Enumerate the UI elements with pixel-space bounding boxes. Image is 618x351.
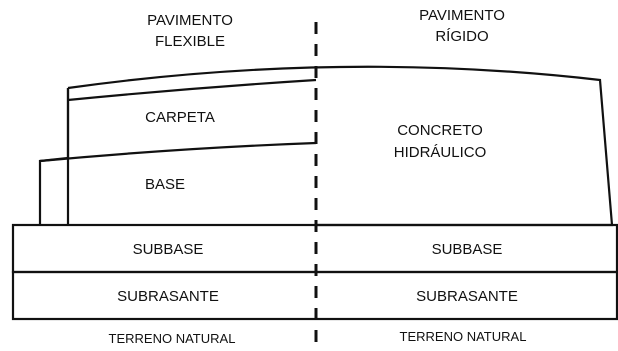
subbase-label-right: SUBBASE bbox=[432, 241, 503, 258]
concrete-label-line1: CONCRETO bbox=[397, 122, 483, 139]
carpeta-bottom-edge bbox=[39, 156, 69, 163]
subbase-label-left: SUBBASE bbox=[133, 241, 204, 258]
terreno-natural-left: TERRENO NATURAL bbox=[109, 331, 236, 346]
flexible-header-line1: PAVIMENTO bbox=[147, 12, 233, 29]
subrasante-label-left: SUBRASANTE bbox=[117, 288, 219, 305]
rigid-slab-outline bbox=[67, 65, 614, 227]
base-label: BASE bbox=[145, 176, 185, 193]
terreno-natural-right: TERRENO NATURAL bbox=[400, 329, 527, 344]
rigid-header-line1: PAVIMENTO bbox=[419, 7, 505, 24]
subrasante-label-right: SUBRASANTE bbox=[416, 288, 518, 305]
rigid-header-line2: RÍGIDO bbox=[435, 28, 488, 45]
concrete-label-line2: HIDRÁULICO bbox=[394, 144, 487, 161]
carpeta-layer-outline bbox=[66, 78, 317, 225]
carpeta-label: CARPETA bbox=[145, 109, 215, 126]
flexible-header-line2: FLEXIBLE bbox=[155, 33, 225, 50]
